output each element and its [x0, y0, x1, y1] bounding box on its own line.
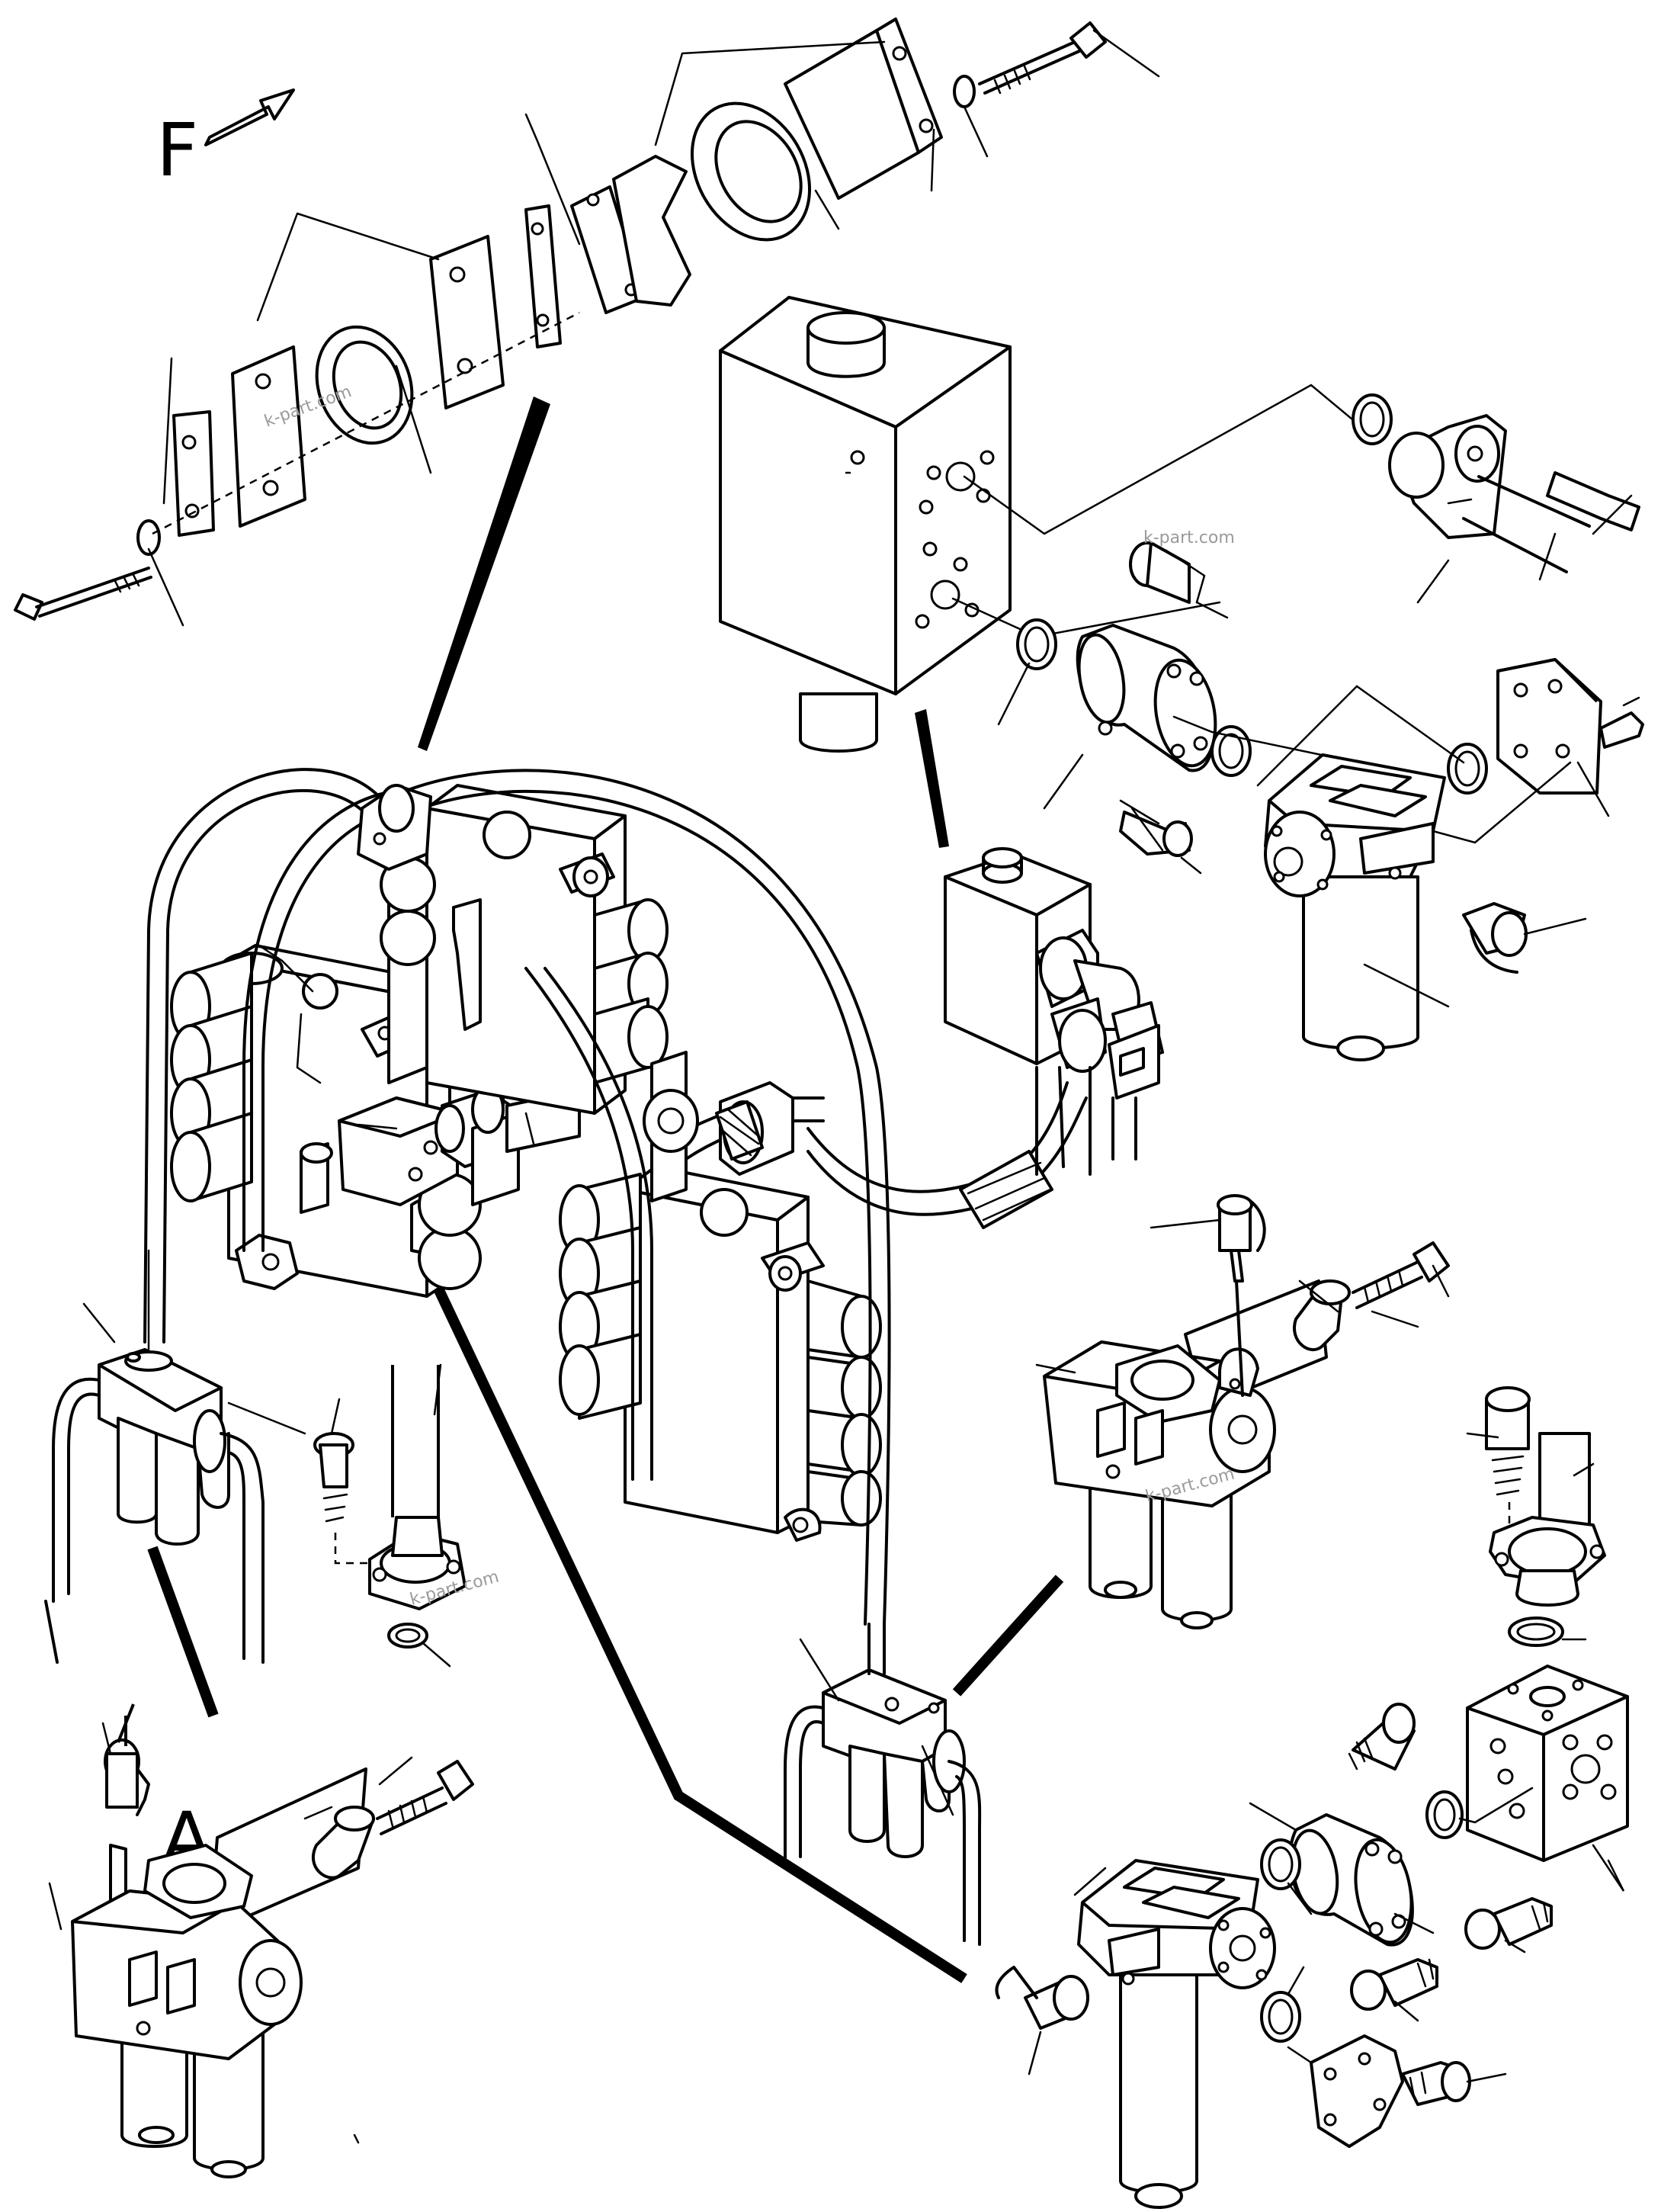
- control-valve-bank-lower: [559, 1165, 882, 1542]
- tee-block-left: [52, 1302, 306, 1664]
- manifold-stub-bottom: [799, 692, 878, 753]
- manifold-block-lower: [1466, 1665, 1629, 1892]
- filter-assembly-detail-a: [48, 1703, 474, 2178]
- pointer-wedge-right: [915, 709, 949, 848]
- elbow-fitting-lower-right: [1466, 1386, 1606, 1607]
- filter-bowl-upper: [1302, 875, 1419, 1050]
- half-clamp-right: [429, 235, 505, 409]
- pointer-to-bottom-filter: [433, 1286, 967, 1983]
- flange-fitting-center-left: k-part.com: [313, 1363, 501, 1668]
- cover-plate-bottom: [1287, 2034, 1404, 2148]
- filter-assembly-upper-right: [1264, 753, 1446, 1061]
- socket-screw-6: [1401, 2061, 1507, 2106]
- bolt-center-right: [1412, 1241, 1450, 1283]
- flange-adapter: [1076, 624, 1217, 772]
- washer-left: [136, 519, 161, 556]
- manifold-leaders: [951, 384, 1358, 638]
- pointer-to-center-filter: [952, 1575, 1064, 1697]
- socket-screw-2: [1119, 807, 1202, 875]
- top-split-flange-assembly: k-part.com: [14, 18, 1107, 621]
- socket-screw-1: k-part.com: [1129, 528, 1235, 619]
- bolt-head-left: [14, 593, 43, 621]
- filter-assembly-bottom: [1073, 1859, 1276, 2209]
- filter-bowl-bottom: [1119, 1973, 1198, 2194]
- view-label-f: F: [156, 108, 198, 193]
- test-point-fitting-upper: [1462, 902, 1587, 974]
- elbow-fitting-upper-right: [1388, 414, 1640, 604]
- screw-cover: [1599, 711, 1644, 749]
- half-clamp-left: [231, 345, 306, 528]
- pointer-wedge-top: [418, 396, 550, 751]
- control-valve-bank-upper: [380, 784, 669, 1115]
- screw-upper-right: [1546, 471, 1640, 531]
- view-direction-arrow: [204, 88, 295, 146]
- filter-assembly-center-right: k-part.com: [1035, 1194, 1450, 1629]
- control-valve-bank-left: [170, 944, 482, 1298]
- hose-clamp-top: [357, 784, 432, 871]
- manifold-block-upper: [719, 296, 1012, 753]
- socket-screw-4: [1464, 1897, 1553, 1954]
- flange-plate-right: [524, 204, 562, 348]
- pointer-to-detail-a: [147, 1546, 219, 1718]
- solenoid-valve-right: [944, 847, 1164, 1176]
- bolt-detail-a: [437, 1760, 474, 1801]
- test-point-fitting-bottom: [995, 1966, 1089, 2076]
- socket-screw-3: [1348, 1703, 1416, 1771]
- flange-half-upper-b: [612, 155, 691, 307]
- leader-lines-top: [147, 29, 1160, 627]
- filter-upper-leaders: [1256, 685, 1465, 1008]
- watermark-2: k-part.com: [1143, 528, 1235, 547]
- cover-plate-upper: [1432, 658, 1644, 844]
- braided-hose-section: [715, 1100, 1053, 1229]
- tee-block-right: [784, 1638, 982, 1946]
- washer-right: [953, 75, 976, 108]
- socket-screw-5: [1350, 1958, 1438, 2022]
